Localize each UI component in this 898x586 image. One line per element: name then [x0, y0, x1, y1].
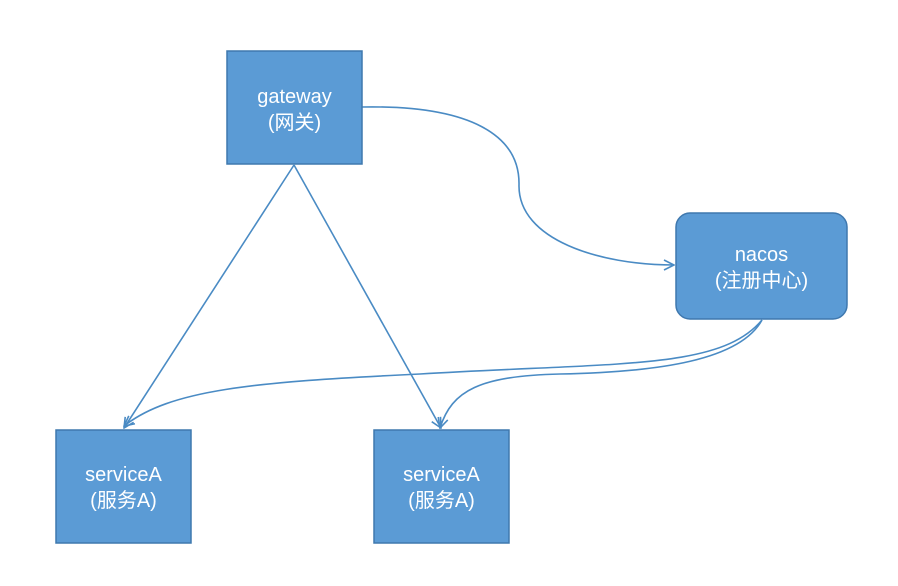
edge-gateway-to-nacos: [361, 106, 674, 265]
nacos-node: nacos (注册中心): [675, 212, 848, 320]
nacos-label: nacos: [735, 244, 788, 266]
nacos-box: [675, 212, 848, 320]
edge-gateway-to-service-a-left: [124, 164, 295, 428]
service-a-right-label: serviceA: [403, 464, 480, 486]
edge-nacos-to-service-a-right: [440, 319, 763, 428]
edges: [124, 106, 763, 428]
service-a-right-sublabel: (服务A): [408, 489, 475, 512]
gateway-label: gateway: [257, 86, 332, 108]
gateway-node: gateway (网关): [226, 50, 363, 165]
service-a-right-box: [373, 429, 510, 544]
edge-gateway-to-service-a-right: [293, 164, 441, 428]
service-a-left-label: serviceA: [85, 464, 162, 486]
service-a-left-sublabel: (服务A): [90, 489, 157, 512]
nacos-sublabel: (注册中心): [715, 269, 808, 292]
service-a-left-box: [55, 429, 192, 544]
service-a-left-node: serviceA (服务A): [55, 429, 192, 544]
gateway-sublabel: (网关): [268, 111, 321, 134]
gateway-box: [226, 50, 363, 165]
edge-nacos-to-service-a-left: [124, 319, 763, 426]
service-a-right-node: serviceA (服务A): [373, 429, 510, 544]
